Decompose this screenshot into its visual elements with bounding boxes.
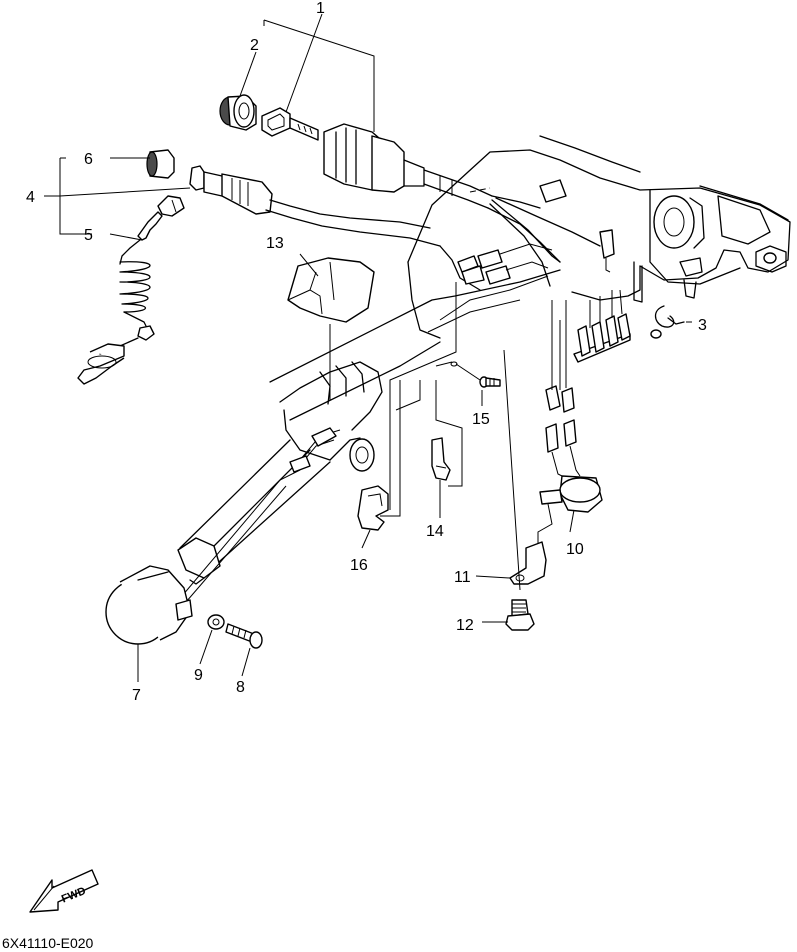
callout-2: 2: [250, 37, 259, 54]
switch-cover: [287, 257, 375, 323]
screw-8: [225, 623, 263, 649]
cable-clamp: [431, 437, 451, 481]
mounting-bracket: [509, 541, 547, 585]
callout-10: 10: [566, 541, 584, 558]
main-switch-assembly: [219, 19, 601, 287]
wire-clip: [650, 305, 685, 339]
fwd-arrow: FWD: [29, 869, 99, 913]
callout-4: 4: [26, 189, 35, 206]
callout-14: 14: [426, 523, 444, 540]
steering-bracket: [407, 135, 791, 339]
callout-13: 13: [266, 235, 284, 252]
callout-6: 6: [84, 151, 93, 168]
bolt-12: [505, 599, 535, 631]
callout-9: 9: [194, 667, 203, 684]
callout-7: 7: [132, 687, 141, 704]
callout-11: 11: [454, 569, 471, 586]
holder-16: [357, 485, 389, 531]
key-ring: [219, 94, 257, 131]
callout-12: 12: [456, 617, 474, 634]
buzzer-assembly: [537, 300, 603, 546]
connector-strip: [539, 179, 631, 363]
callout-numbers: 1 2 3 4 5 6 7 8 9 10 11 12 13 14 15 16: [26, 0, 707, 704]
screw-15: [450, 361, 501, 388]
callout-15: 15: [472, 411, 490, 428]
callout-16: 16: [350, 557, 368, 574]
callout-1: 1: [316, 0, 325, 17]
drawing-code: 6X41110-E020: [2, 935, 94, 951]
leader-lines: [44, 13, 692, 682]
stop-switch: [146, 149, 553, 291]
ignition-key: [261, 107, 319, 141]
washer-9: [207, 614, 225, 630]
callout-5: 5: [84, 227, 93, 244]
lanyard-cord: [77, 195, 185, 385]
callout-3: 3: [698, 317, 707, 334]
end-cap: [105, 565, 193, 645]
tiller-handle: [177, 269, 561, 603]
callout-8: 8: [236, 679, 245, 696]
